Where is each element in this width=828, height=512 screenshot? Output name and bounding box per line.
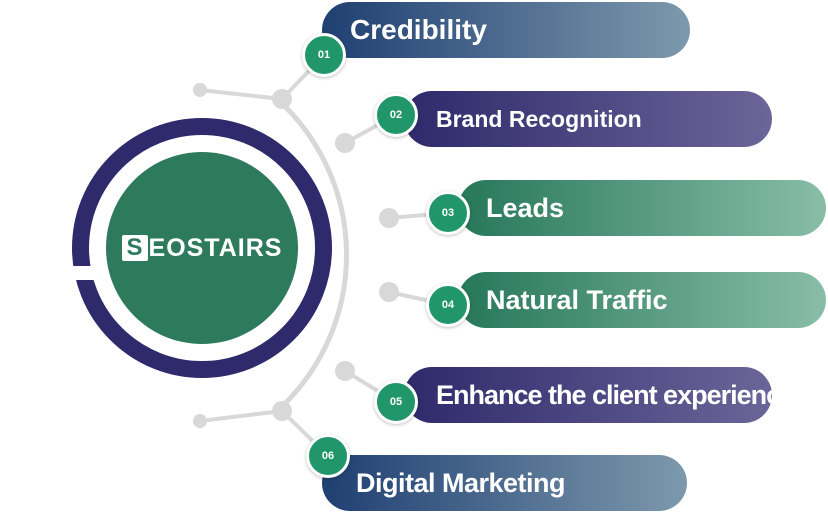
node-top-end — [193, 83, 207, 97]
ring-gap — [66, 266, 96, 280]
item-label: Natural Traffic — [486, 284, 668, 315]
outer-arc — [274, 96, 350, 414]
node-bottom-end — [193, 414, 207, 428]
item-digital-marketing: Digital Marketing — [322, 455, 687, 511]
node-03 — [379, 208, 399, 228]
item-label: Credibility — [350, 14, 487, 45]
logo-circle: S EOSTAIRS — [106, 152, 298, 344]
item-brand-recognition: Brand Recognition — [404, 91, 772, 147]
node-05 — [335, 361, 355, 381]
brand-logo-text: EOSTAIRS — [148, 233, 283, 262]
node-06 — [272, 401, 292, 421]
number-badge-01: 01 — [302, 33, 346, 77]
number-badge-06: 06 — [306, 434, 350, 478]
logo-emblem: S EOSTAIRS — [66, 118, 332, 378]
node-02 — [335, 133, 355, 153]
item-leads: Leads — [458, 180, 826, 236]
number-badge-02: 02 — [374, 93, 418, 137]
item-label: Enhance the client experience — [436, 379, 795, 410]
number-badge-05: 05 — [374, 380, 418, 424]
number-badge-03: 03 — [426, 191, 470, 235]
item-client-experience: Enhance the client experience — [404, 367, 795, 423]
item-label: Brand Recognition — [436, 105, 642, 132]
connector-bottom-stub — [199, 409, 283, 423]
brand-logo-letter: S — [121, 235, 148, 261]
node-01 — [272, 89, 292, 109]
item-natural-traffic: Natural Traffic — [458, 272, 826, 328]
node-04 — [379, 282, 399, 302]
item-label: Digital Marketing — [356, 467, 566, 498]
item-label: Leads — [486, 192, 565, 223]
connector-top-stub — [199, 88, 283, 101]
item-credibility: Credibility — [322, 2, 690, 58]
brand-logo: S EOSTAIRS — [121, 233, 283, 263]
number-badge-04: 04 — [426, 283, 470, 327]
